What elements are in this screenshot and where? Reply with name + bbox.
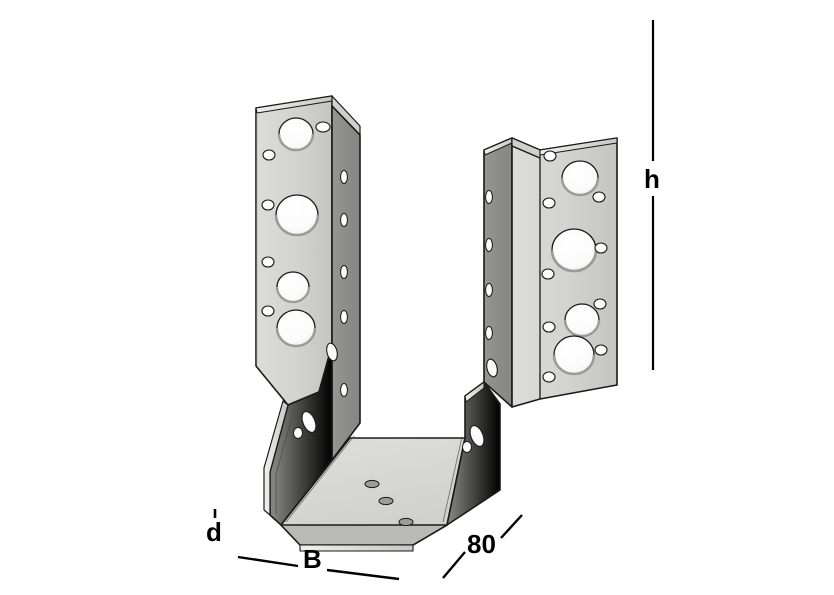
left-wing-small-hole-2 xyxy=(261,199,275,211)
base-front-apron xyxy=(280,524,448,546)
dimension-label-width: B xyxy=(303,544,322,574)
base-front-lip xyxy=(299,544,414,552)
base-seat-group xyxy=(280,435,466,552)
right-web-hole-3 xyxy=(485,283,493,297)
base-plate-hole-group xyxy=(364,479,414,527)
right-brace-hole-group xyxy=(462,425,485,453)
dimension-lines-group xyxy=(213,20,655,581)
left-web-hole-4 xyxy=(340,310,348,324)
right-wing-flange-top-bevel xyxy=(539,137,618,156)
left-wing-web-face xyxy=(331,105,361,461)
right-wing-large-hole-3-shadow xyxy=(563,319,601,338)
right-web-hole-1 xyxy=(485,190,493,204)
right-wing-small-hole-9 xyxy=(542,371,556,383)
left-web-hole-2 xyxy=(340,213,348,227)
right-wing-small-hole-3 xyxy=(592,191,606,203)
dimension-line-80-upper xyxy=(500,514,523,539)
base-left-fold-crease xyxy=(285,435,355,523)
left-web-hole-1 xyxy=(340,170,348,184)
left-wing-brace-crease xyxy=(275,409,295,514)
base-plate-hole-1 xyxy=(364,479,380,489)
left-wing-web-hole-group xyxy=(326,170,348,397)
right-wing-small-hole-2 xyxy=(542,197,556,209)
right-web-hole-4 xyxy=(485,326,493,340)
right-wing-large-hole-4-shadow xyxy=(552,354,596,376)
dimension-label-height: h xyxy=(644,164,660,194)
left-wing-brace-front-lip xyxy=(263,400,289,516)
right-web-slot-1 xyxy=(486,358,498,378)
left-wing-small-hole-4 xyxy=(261,305,275,317)
right-wing-small-hole-6 xyxy=(593,298,607,310)
dimension-line-b-left xyxy=(237,555,299,568)
base-plate-hole-2 xyxy=(378,496,394,506)
left-wing-large-hole-1-shadow xyxy=(277,133,315,152)
right-wing-web-hole-group xyxy=(485,190,498,378)
dimension-label-depth: 80 xyxy=(467,529,496,559)
left-wing-large-hole-group xyxy=(274,117,320,348)
right-wing-brace-edge-lip xyxy=(464,381,485,403)
left-web-hole-3 xyxy=(340,265,348,279)
right-brace-small-hole-1 xyxy=(462,441,472,453)
dimension-label-thickness: d xyxy=(206,517,222,547)
right-wing-large-hole-2-shadow xyxy=(550,249,598,273)
right-wing-large-hole-group xyxy=(550,160,601,376)
left-wing-small-hole-3 xyxy=(261,256,275,268)
base-right-fold-crease xyxy=(442,436,463,523)
left-wing-large-hole-2-shadow xyxy=(274,214,320,237)
right-wing-fold-crease xyxy=(511,145,541,399)
base-plate-hole-3 xyxy=(398,517,414,527)
left-brace-small-hole-1 xyxy=(293,427,303,439)
right-wing-small-hole-group xyxy=(541,150,608,383)
left-brace-slot-1 xyxy=(301,411,317,433)
left-web-slot-1 xyxy=(326,342,338,362)
left-wing-small-hole-group xyxy=(261,121,331,317)
right-wing-small-hole-7 xyxy=(542,321,556,333)
left-wing-large-hole-4-shadow xyxy=(275,327,317,348)
left-wing-large-hole-3-shadow xyxy=(275,286,311,304)
right-wing-small-hole-1 xyxy=(543,150,557,162)
right-brace-slot-1 xyxy=(469,425,485,447)
left-wing-small-hole-1 xyxy=(262,149,276,161)
right-wing-small-hole-4 xyxy=(594,242,608,254)
left-web-hole-5 xyxy=(340,383,348,397)
right-wing-group xyxy=(446,137,618,526)
right-wing-large-hole-1-shadow xyxy=(560,177,600,197)
right-wing-small-hole-8 xyxy=(594,344,608,356)
right-web-hole-2 xyxy=(485,238,493,252)
right-wing-small-hole-5 xyxy=(541,268,555,280)
dimension-line-80-lower xyxy=(442,551,466,579)
left-wing-small-hole-5 xyxy=(315,121,331,133)
left-brace-hole-group xyxy=(293,411,317,439)
dimension-line-b-right xyxy=(326,568,400,581)
